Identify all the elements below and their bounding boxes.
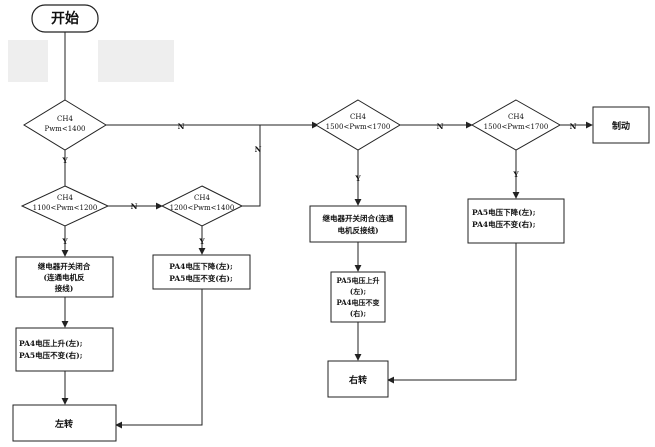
label-n-d4: N: [437, 122, 444, 131]
box-relay-right: [309, 205, 407, 243]
faded-artifact-right: [98, 40, 174, 82]
pa4-up-l2: PA5电压不变(右);: [19, 350, 83, 360]
d2-line1: CH4: [57, 194, 73, 202]
decision-d5: [470, 99, 562, 151]
d3-line2: 1200<Pwm<1400: [170, 204, 235, 212]
d3-line1: CH4: [194, 194, 210, 202]
label-n-d3: N: [255, 145, 262, 154]
pa5-up-l3: PA4电压不变: [336, 298, 379, 307]
box-turn-left: [12, 404, 117, 442]
start-terminator: [31, 4, 99, 33]
box-pa4-up: [15, 327, 114, 372]
box-turn-right: [327, 360, 389, 398]
box-relay-left: [15, 256, 114, 298]
pa4-down-l2: PA5电压不变(右);: [169, 273, 233, 283]
d5-line2: 1500<Pwm<1700: [484, 123, 549, 131]
faded-artifact-left: [8, 40, 48, 82]
pa5-down-l2: PA4电压不变(右);: [472, 219, 536, 229]
d4-line2: 1500<Pwm<1700: [326, 123, 391, 131]
label-y-d4: Y: [354, 174, 361, 183]
label-n-d1: N: [178, 122, 185, 131]
label-y-d5: Y: [512, 170, 519, 179]
pa4-up-l1: PA4电压上升(左);: [19, 338, 83, 348]
d1-line1: CH4: [57, 115, 73, 123]
box-pa5-up: [330, 271, 386, 323]
label-y-d3: Y: [198, 237, 205, 246]
label-y-d2: Y: [61, 237, 68, 246]
pa4-down-l1: PA4电压下降(左);: [169, 261, 233, 271]
d2-line2: 1100<Pwm<1200: [33, 204, 98, 212]
decision-d2: [20, 185, 110, 227]
relay-left-l1: 继电器开关闭合: [38, 261, 91, 271]
d4-line1: CH4: [350, 113, 366, 121]
label-y-d1: Y: [61, 156, 68, 165]
pa5-down-l1: PA5电压下降(左);: [472, 207, 536, 217]
edge-pa5down-right: [387, 243, 517, 384]
label-n-d2: N: [131, 202, 138, 211]
turn-right-label: 右转: [348, 374, 367, 386]
pa5-up-l4: (右);: [350, 309, 366, 318]
relay-right-l1: 继电器开关闭合(连通: [322, 213, 394, 223]
decisions: [20, 99, 562, 227]
edge-d3-back: [242, 125, 261, 207]
relay-right-l2: 电机反接线): [337, 225, 378, 235]
process-boxes: [12, 106, 650, 442]
d5-line1: CH4: [508, 113, 524, 121]
label-n-d5: N: [570, 122, 577, 131]
box-pa4-down: [152, 254, 251, 290]
relay-left-l2: (连通电机反: [43, 272, 85, 282]
start-label: 开始: [51, 10, 79, 27]
edge-pa4down-left: [115, 289, 203, 429]
box-pa5-down: [467, 198, 565, 244]
decision-d4: [315, 99, 401, 151]
decision-d3: [160, 185, 244, 227]
decision-d1: [23, 99, 107, 151]
brake-label: 制动: [612, 120, 630, 132]
pa5-up-l1: PA5电压上升: [336, 276, 379, 285]
pa5-up-l2: (左);: [350, 287, 366, 296]
relay-left-l3: 接线): [55, 283, 74, 293]
turn-left-label: 左转: [54, 418, 73, 430]
d1-line2: Pwm<1400: [44, 125, 85, 133]
connectors: [61, 32, 593, 429]
box-brake: [592, 106, 650, 144]
